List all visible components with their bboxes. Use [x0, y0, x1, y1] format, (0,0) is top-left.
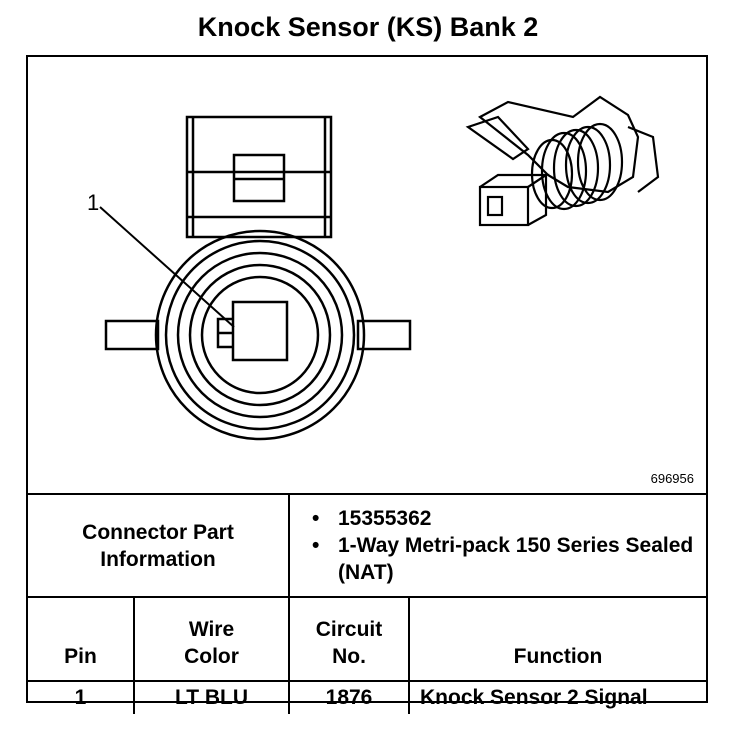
figure-id: 696956	[650, 471, 694, 486]
table-header-row: Pin Wire Color Circuit No. Function	[28, 596, 707, 682]
header-circuit-no: Circuit No.	[288, 596, 410, 682]
diagram-title: Knock Sensor (KS) Bank 2	[197, 12, 539, 42]
connector-part-row: Connector Part Information 15355362 1-Wa…	[28, 493, 707, 598]
connector-drawing	[99, 95, 660, 441]
connector-part-label: Connector Part Information	[28, 493, 290, 598]
connector-part-number: 15355362	[312, 505, 706, 532]
pin-terminal	[231, 300, 289, 362]
table-row: 1 LT BLU 1876 Knock Sensor 2 Signal	[28, 680, 707, 714]
connector-housing	[185, 115, 333, 239]
connector-part-values: 15355362 1-Way Metri-pack 150 Series Sea…	[287, 493, 707, 598]
connector-info-table: Connector Part Information 15355362 1-Wa…	[28, 493, 707, 714]
connector-perspective-view	[465, 95, 660, 227]
callout-leader	[99, 206, 235, 328]
connector-figure: 1 696956	[28, 57, 706, 493]
header-pin: Pin	[28, 596, 135, 682]
cell-circuit: 1876	[288, 680, 410, 714]
header-wire-color: Wire Color	[133, 596, 290, 682]
diagram-frame: 1 696956 Connector Part Information 1535…	[26, 55, 708, 714]
cell-function: Knock Sensor 2 Signal	[407, 680, 707, 714]
pin-callout-number: 1	[87, 190, 100, 215]
left-tab	[104, 319, 160, 351]
header-function: Function	[407, 596, 707, 682]
connector-type: 1-Way Metri-pack 150 Series Sealed (NAT)	[312, 532, 706, 586]
cell-pin: 1	[28, 680, 135, 714]
outer-ring	[154, 229, 366, 441]
cell-wire-color: LT BLU	[133, 680, 290, 714]
right-tab	[356, 319, 412, 351]
